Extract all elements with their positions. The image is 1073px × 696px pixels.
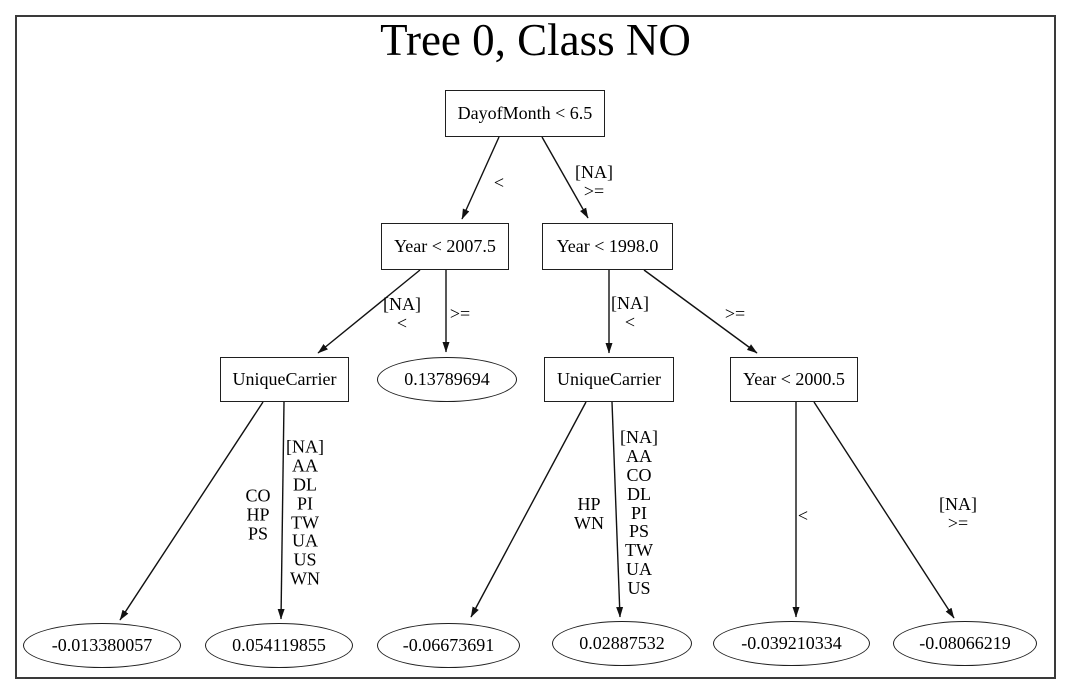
node-year-2007: Year < 2007.5: [381, 223, 509, 270]
leaf-value: -0.013380057: [23, 623, 181, 668]
edge-label-year2000-right: [NA] >=: [939, 494, 977, 533]
edge-label-carrierright-right: [NA] AA CO DL PI PS TW UA US: [620, 426, 658, 599]
edge-carrierleft-to-leaf2: [277, 401, 285, 620]
edge-root-to-yearleft: [461, 136, 500, 220]
leaf-value: 0.054119855: [205, 623, 353, 668]
edge-label-carrierright-left: HP WN: [574, 494, 604, 533]
node-year-2000: Year < 2000.5: [730, 357, 858, 402]
leaf-value: -0.08066219: [893, 621, 1037, 666]
edge-carrierright-to-leaf5: [611, 401, 624, 618]
edge-carrierleft-to-leaf1: [119, 401, 264, 621]
edge-yearright-to-year2000: [643, 269, 758, 354]
edge-root-to-yearright: [541, 136, 589, 219]
diagram-border: [15, 15, 1056, 679]
edge-label-root-left: <: [493, 172, 505, 193]
node-root-dayofmonth: DayofMonth < 6.5: [445, 90, 605, 137]
diagram-title: Tree 0, Class NO: [380, 15, 691, 65]
edge-label-yearright-right: >=: [724, 303, 746, 324]
node-uniquecarrier-left: UniqueCarrier: [220, 357, 349, 402]
edge-label-yearleft-right: >=: [449, 303, 471, 324]
edge-yearleft-to-carrierleft: [317, 269, 421, 354]
leaf-value: -0.06673691: [377, 623, 520, 668]
edge-label-root-right: [NA] >=: [575, 162, 613, 201]
node-year-1998: Year < 1998.0: [542, 223, 673, 270]
edge-carrierright-to-leaf4: [470, 401, 587, 618]
leaf-value: -0.039210334: [713, 621, 870, 666]
edge-label-carrierleft-left: CO HP PS: [245, 485, 271, 544]
edge-label-yearleft-left: [NA] <: [383, 294, 421, 333]
node-uniquecarrier-right: UniqueCarrier: [544, 357, 674, 402]
edge-year2000-to-leaf7: [813, 401, 955, 619]
leaf-value: 0.13789694: [377, 357, 517, 402]
leaf-value: 0.02887532: [552, 621, 692, 666]
edge-label-yearright-left: [NA] <: [611, 293, 649, 332]
edge-label-carrierleft-right: [NA] AA DL PI TW UA US WN: [286, 436, 324, 589]
edge-label-year2000-left: <: [797, 505, 809, 526]
